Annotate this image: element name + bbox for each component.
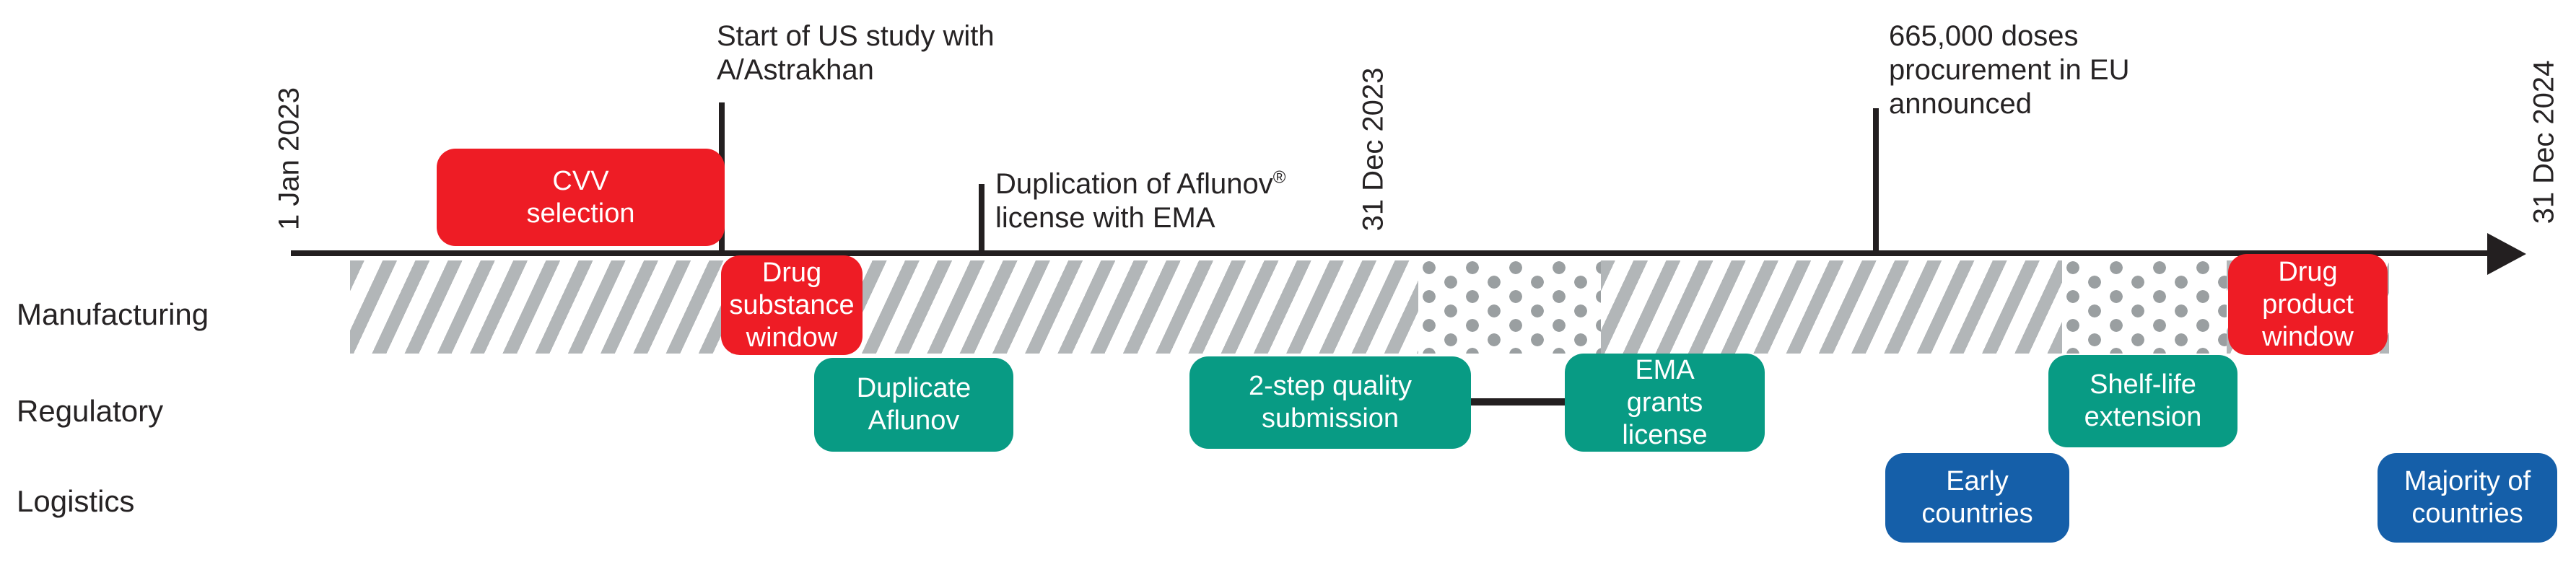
annotation-line: 665,000 doses bbox=[1889, 20, 2079, 52]
annotation-us-study: Start of US study with A/Astrakhan bbox=[717, 19, 995, 87]
annotation-line: procurement in EU bbox=[1889, 54, 2130, 86]
timeline-arrowhead-icon bbox=[2487, 233, 2526, 275]
box-line: Aflunov bbox=[868, 405, 960, 436]
bar-segment-stripes bbox=[1601, 260, 2062, 354]
box-line: window bbox=[2262, 321, 2354, 352]
box-line: 2-step quality bbox=[1248, 371, 1412, 401]
box-line: extension bbox=[2084, 402, 2202, 432]
tick-eu-procurement bbox=[1873, 108, 1879, 254]
annotation-line: Duplication of Aflunov® bbox=[995, 167, 1285, 201]
annotation-line: license with EMA bbox=[995, 202, 1215, 234]
box-shelf-life-extension: Shelf-life extension bbox=[2048, 355, 2237, 447]
date-label-start: 1 Jan 2023 bbox=[273, 87, 305, 230]
box-line: Shelf-life bbox=[2090, 369, 2196, 400]
box-line: Duplicate bbox=[856, 373, 972, 403]
box-duplicate-aflunov: Duplicate Aflunov bbox=[814, 358, 1013, 452]
box-ema-grants-license: EMA grants license bbox=[1565, 354, 1765, 452]
annotation-line: A/Astrakhan bbox=[717, 54, 874, 86]
date-label-end: 31 Dec 2024 bbox=[2528, 60, 2560, 224]
box-drug-substance-window: Drug substance window bbox=[721, 255, 863, 355]
bar-segment-stripes bbox=[350, 260, 1418, 354]
date-label-mid: 31 Dec 2023 bbox=[1357, 67, 1389, 232]
box-line: substance bbox=[729, 289, 855, 320]
tick-aflunov-license bbox=[979, 184, 984, 254]
connector-line bbox=[1471, 398, 1565, 405]
box-two-step-quality-submission: 2-step quality submission bbox=[1189, 356, 1471, 449]
box-line: Early bbox=[1946, 466, 2009, 496]
box-line: countries bbox=[1921, 499, 2033, 529]
registered-mark: ® bbox=[1272, 167, 1286, 188]
bar-segment-dots bbox=[2062, 260, 2227, 354]
annotation-aflunov-license: Duplication of Aflunov® license with EMA bbox=[995, 167, 1285, 235]
annotation-line: announced bbox=[1889, 88, 2032, 120]
bar-segment-dots bbox=[1418, 260, 1601, 354]
annotation-eu-procurement: 665,000 doses procurement in EU announce… bbox=[1889, 19, 2129, 121]
box-majority-countries: Majority of countries bbox=[2378, 453, 2557, 543]
box-drug-product-window: Drug product window bbox=[2228, 254, 2388, 355]
box-line: Drug bbox=[2278, 256, 2338, 287]
box-line: Drug bbox=[761, 257, 822, 288]
box-early-countries: Early countries bbox=[1885, 453, 2069, 543]
box-line: submission bbox=[1261, 403, 1400, 434]
annotation-line: Start of US study with bbox=[717, 20, 995, 52]
annotation-text: Duplication of Aflunov bbox=[995, 168, 1273, 200]
box-line: license bbox=[1622, 419, 1708, 450]
row-label-manufacturing: Manufacturing bbox=[17, 297, 209, 331]
box-line: EMA bbox=[1635, 354, 1695, 385]
manufacturing-bar bbox=[350, 260, 2389, 354]
box-line: grants bbox=[1626, 387, 1703, 418]
box-line: product bbox=[2262, 289, 2354, 320]
box-line: countries bbox=[2411, 499, 2523, 529]
timeline-axis bbox=[291, 250, 2492, 256]
box-line: CVV bbox=[552, 165, 609, 196]
box-line: selection bbox=[526, 198, 635, 229]
box-line: Majority of bbox=[2403, 466, 2531, 496]
row-label-regulatory: Regulatory bbox=[17, 394, 164, 428]
box-line: window bbox=[746, 322, 838, 353]
box-cvv-selection: CVV selection bbox=[437, 149, 725, 246]
row-label-logistics: Logistics bbox=[17, 484, 135, 518]
